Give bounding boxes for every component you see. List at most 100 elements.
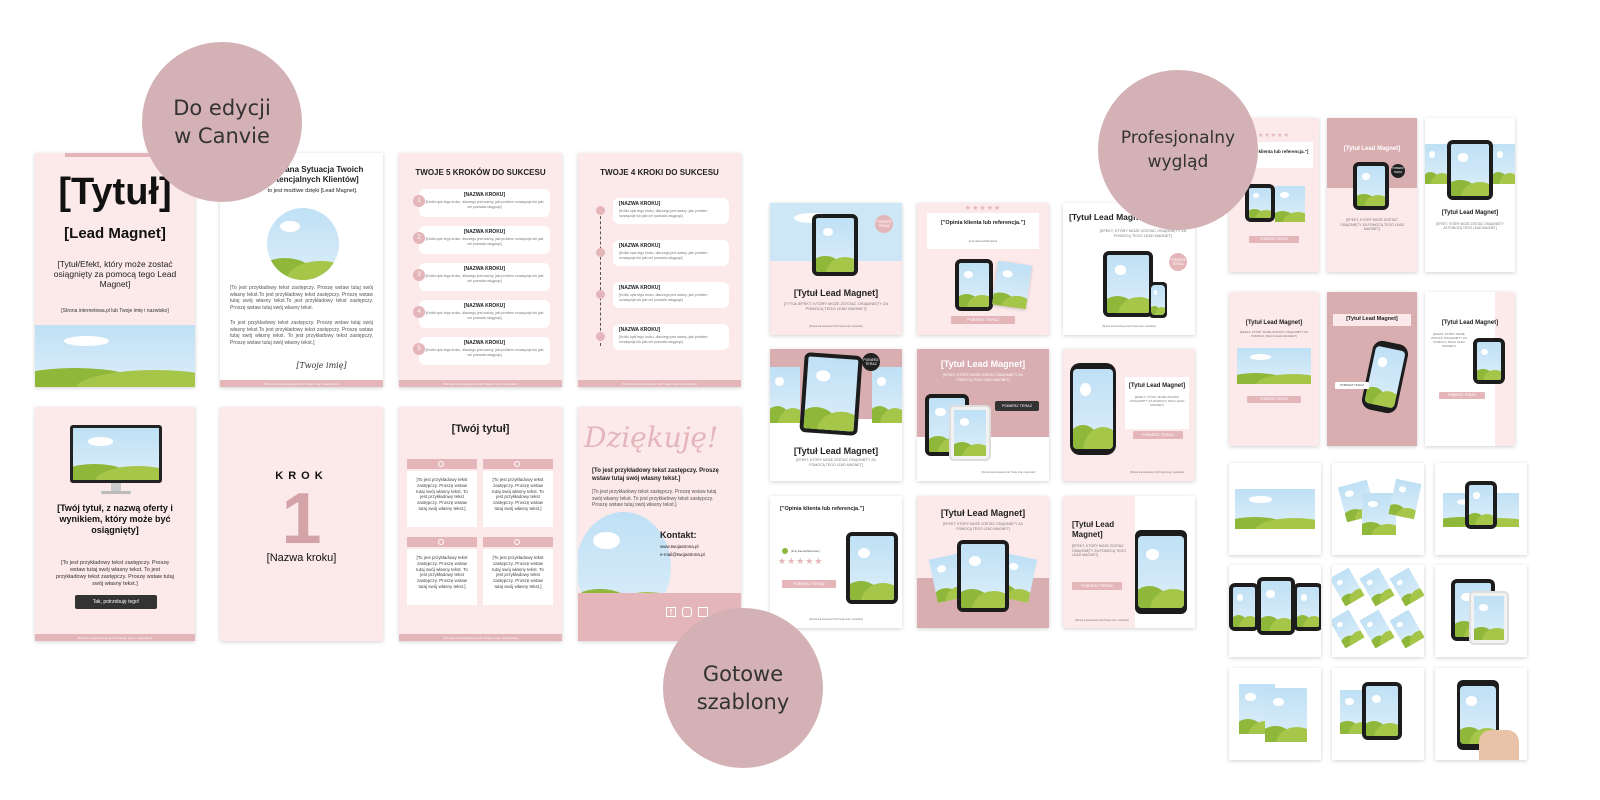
lightbulb-icon — [438, 539, 444, 545]
step-name: [NAZWA KROKU] — [463, 340, 506, 346]
ebook-page-thank-you: Dziękuję! [To jest przykładowy tekst zas… — [578, 407, 741, 641]
cover-title: [Tytuł] — [58, 171, 172, 213]
post-effect: [EFEKT, KTÓRY MOŻE ZOSTAĆ OSIĄGNIĘTY ZA … — [943, 373, 1023, 382]
post-client-name: [Imię klienta/Nazwisko] — [791, 549, 820, 553]
post-badge: POBIERZ TERAZ — [875, 215, 893, 233]
story-cta[interactable]: POBIERZ TERAZ — [1249, 236, 1299, 243]
post-website: [Strona internetowa.pl lub Twoje imię i … — [809, 325, 863, 328]
phone-mockup — [1070, 363, 1116, 455]
grid-cell: [To jest przykładowy tekst zastępczy. Pr… — [483, 471, 553, 527]
timeline-step-card: [NAZWA KROKU][Krótki opis tego kroku, dl… — [613, 198, 729, 224]
post-cta[interactable]: POBIERZ TERAZ — [1133, 431, 1183, 439]
post-website: [Strona internetowa.pl lub Twoje imię i … — [1102, 325, 1156, 328]
post-cta[interactable]: POBIERZ TERAZ — [782, 580, 836, 588]
step-name: [NAZWA KROKU] — [463, 229, 506, 235]
grid-cell-text: [To jest przykładowy tekst zastępczy. Pr… — [416, 555, 468, 589]
page2-signature: [Twoje imię] — [296, 361, 347, 370]
ebook-page-4-steps: TWOJE 4 KROKI DO SUKCESU [Strona interne… — [578, 153, 741, 387]
page6-krok: KROK — [275, 470, 328, 482]
story-effect: [EFEKT, KTÓRY MOŻE ZOSTAĆ OSIĄGNIĘTY ZA … — [1339, 218, 1405, 231]
page-footer: [Strona internetowa.pl lub Twoje imię i … — [578, 380, 741, 387]
page-footer: [Strona internetowa.pl lub Twoje imię i … — [399, 380, 562, 387]
tablet-mockup — [1473, 338, 1505, 384]
post-quote: ["Opinia klienta lub referencja."] — [940, 220, 1026, 226]
post-website: [Strona internetowa.pl lub Twoje imię i … — [981, 471, 1036, 474]
grid-cell-header — [483, 459, 553, 469]
post-cta[interactable]: POBIERZ TERAZ — [1072, 582, 1122, 590]
cover-author: [Strona internetowa.pl lub Twoje imię i … — [61, 308, 169, 314]
post-9: [Tytuł Lead Magnet] [EFEKT, KTÓRY MOŻE Z… — [1063, 496, 1195, 628]
story-quote: ["Opinia klienta lub referencja."] — [1239, 149, 1309, 154]
post-cta[interactable]: POBIERZ TERAZ — [995, 401, 1039, 411]
step-number: 4 — [413, 306, 425, 318]
story-title-box: [Tytuł Lead Magnet] — [1333, 314, 1411, 326]
post-effect: [EFEKT, KTÓRY MOŻE ZOSTAĆ OSIĄGNIĘTY ZA … — [1099, 229, 1187, 238]
step-description: [Krótki opis tego kroku, dlaczego jest w… — [619, 251, 708, 260]
step-number: 5 — [413, 343, 425, 355]
grid-cell-text: [To jest przykładowy tekst zastępczy. Pr… — [416, 477, 468, 511]
post-pink-panel — [1063, 496, 1135, 628]
ebook-page-grid: [Twój tytuł] [Strona internetowa.pl lub … — [399, 407, 562, 641]
instagram-icon[interactable] — [682, 607, 692, 617]
post-effect: [TYTUŁ/EFEKT, KTÓRY MOŻE ZOSTAĆ OSIĄGNIĘ… — [783, 301, 889, 311]
story-cta[interactable]: POBIERZ TERAZ — [1335, 382, 1369, 389]
page7-title: [Twój tytuł] — [451, 423, 510, 435]
step-number: 3 — [413, 269, 425, 281]
post-title: [Tytuł Lead Magnet] — [793, 288, 879, 298]
post-title: [Tytuł Lead Magnet] — [940, 359, 1026, 369]
post-client-name: [Imię klienta/Nazwisko] — [968, 239, 998, 243]
step-description: [Krótki opis tego kroku, dlaczego jest w… — [425, 274, 544, 283]
story-badge: POBIERZ TERAZ — [1391, 164, 1405, 178]
story-cta[interactable]: POBIERZ TERAZ — [1247, 396, 1301, 403]
mockup-tile — [1332, 463, 1424, 555]
page2-title: Pożądana Sytuacja Twoich Potencjalnych K… — [261, 165, 364, 184]
photo-stack — [1275, 186, 1305, 222]
mockup-tile — [1229, 668, 1321, 760]
step-description: [Krótki opis tego kroku, dlaczego jest w… — [425, 311, 544, 320]
timeline-dot — [596, 248, 605, 257]
timeline-line — [600, 206, 601, 346]
youtube-icon[interactable] — [698, 607, 708, 617]
tablet-mockup — [1257, 577, 1295, 635]
page2-body-1: [To jest przykładowy tekst zastępczy. Pr… — [230, 285, 373, 311]
post-6: [Tytuł Lead Magnet] [EFEKT, KTÓRY MOŻE Z… — [1063, 349, 1195, 481]
client-avatar — [782, 548, 788, 554]
page-footer: [Strona internetowa.pl lub Twoje imię i … — [399, 634, 562, 641]
post-stars: ★★★★★ — [964, 205, 1002, 212]
story-cta[interactable]: POBIERZ TERAZ — [1439, 392, 1485, 399]
post-3: [Tytuł Lead Magnet] [EFEKT, KTÓRY MOŻE Z… — [1063, 203, 1195, 335]
page8-contact-label: Kontakt: — [660, 530, 697, 540]
post-effect: [EFEKT, KTÓRY MOŻE ZOSTAĆ OSIĄGNIĘTY ZA … — [943, 522, 1023, 531]
ebook-page-5-steps: TWOJE 5 KROKÓW DO SUKCESU [Strona intern… — [399, 153, 562, 387]
white-tablet-mockup — [1469, 591, 1509, 645]
mockup-tile — [1229, 565, 1321, 657]
timeline-dot — [596, 290, 605, 299]
post-8: [Tytuł Lead Magnet] [EFEKT, KTÓRY MOŻE Z… — [917, 496, 1049, 628]
phone-mockup — [1135, 530, 1187, 614]
post-cta[interactable]: POBIERZ TERAZ — [951, 316, 1015, 324]
lightbulb-icon — [514, 461, 520, 467]
story-title: [Tytuł Lead Magnet] — [1343, 146, 1401, 152]
page2-circle-image — [267, 208, 339, 280]
page5-cta-button[interactable]: Tak, potrzebuję tego! — [75, 595, 157, 609]
tablet-mockup — [1362, 682, 1402, 740]
mockup-tile — [1435, 668, 1527, 760]
step-name: [NAZWA KROKU] — [463, 192, 506, 198]
story-effect: [EFEKT, KTÓRY MOŻE ZOSTAĆ OSIĄGNIĘTY ZA … — [1239, 330, 1309, 338]
tablet-mockup — [1447, 140, 1493, 200]
step-name: [NAZWA KROKU] — [463, 266, 506, 272]
cover-top-bar — [65, 153, 165, 157]
page8-www: www.twojastrona.pl — [660, 544, 699, 549]
timeline-dot — [596, 332, 605, 341]
page8-thanks: Dziękuję! — [584, 421, 719, 454]
bubble-edit-line1: Do edycji — [173, 96, 271, 120]
step-name: [NAZWA KROKU] — [619, 201, 661, 207]
page5-title: [Twój tytuł, z nazwą oferty i wynikiem, … — [57, 503, 173, 535]
story-title: [Tytuł Lead Magnet] — [1346, 316, 1398, 322]
page-footer: [Strona internetowa.pl lub Twoje imię i … — [220, 380, 383, 387]
page3-title: TWOJE 5 KROKÓW DO SUKCESU — [415, 168, 546, 177]
grid-cell: [To jest przykładowy tekst zastępczy. Pr… — [407, 471, 477, 527]
facebook-icon[interactable]: f — [666, 607, 676, 617]
